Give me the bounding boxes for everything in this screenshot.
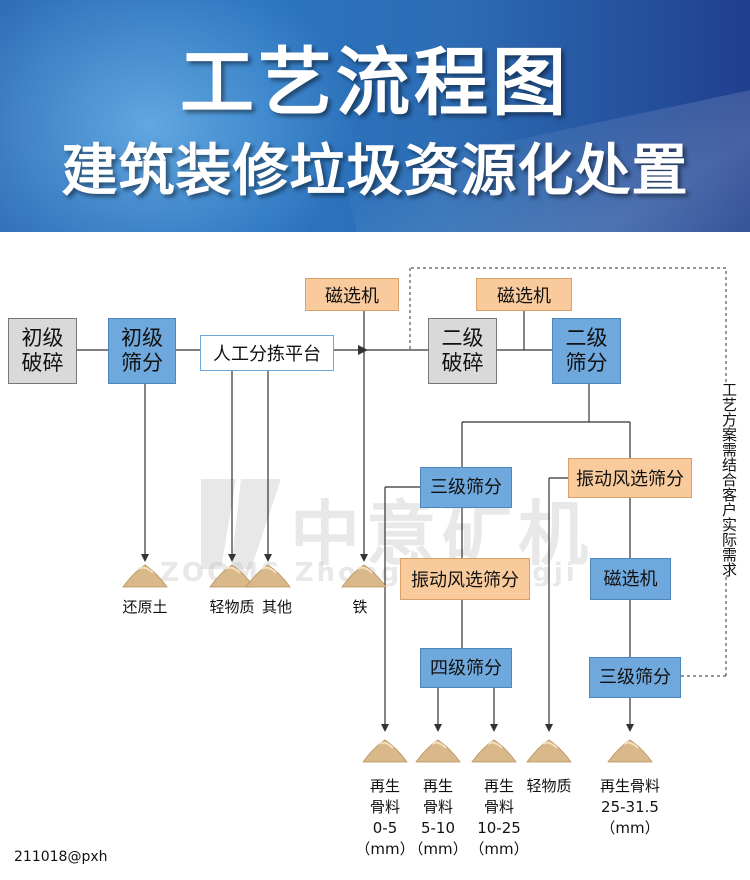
magnet-2-label: 磁选机 <box>497 285 551 307</box>
pile-light-matter-2-highlight <box>542 741 558 749</box>
magnet-3-label: 磁选机 <box>603 568 658 590</box>
footer-code: 211018@pxh <box>14 849 108 865</box>
watermark-logo <box>201 479 281 569</box>
pile-other <box>245 564 291 588</box>
pile-agg-5-10-highlight <box>431 741 447 749</box>
tertiary-screen-left-label: 三级筛分 <box>430 477 502 498</box>
pile-iron <box>341 564 387 588</box>
product-iron: 铁 <box>352 598 368 616</box>
manual-sort-box: 人工分拣平台 <box>200 335 334 371</box>
product-agg-25-31: 再生骨料 25-31.5 （mm） <box>599 777 660 837</box>
air-sieve-right-box: 振动风选筛分 <box>568 458 692 498</box>
side-note: 工艺方案需结合客户实际需求 <box>715 382 738 577</box>
tertiary-screen-right-box: 三级筛分 <box>589 657 681 698</box>
magnet-2-box: 磁选机 <box>476 278 572 311</box>
pile-agg-10-25 <box>471 739 517 763</box>
air-sieve-left-label: 振动风选筛分 <box>411 570 519 591</box>
secondary-screen-box: 二级 筛分 <box>552 318 621 384</box>
pile-agg-0-5 <box>362 739 408 763</box>
pile-agg-0-5-highlight <box>378 741 394 749</box>
pile-restored-soil <box>122 564 168 588</box>
product-light-matter-1: 轻物质 <box>209 598 255 616</box>
manual-sort-label: 人工分拣平台 <box>213 344 321 365</box>
secondary-crush-label: 二级 破碎 <box>441 326 484 375</box>
pile-iron-highlight <box>357 566 373 574</box>
pile-agg-10-25-highlight <box>487 741 503 749</box>
secondary-crush-box: 二级 破碎 <box>428 318 497 384</box>
secondary-screen-label: 二级 筛分 <box>565 326 608 375</box>
tertiary-screen-left-box: 三级筛分 <box>420 467 512 508</box>
quaternary-screen-label: 四级筛分 <box>430 657 502 679</box>
primary-screen-label: 初级 筛分 <box>121 326 163 375</box>
product-light-matter-2: 轻物质 <box>526 777 572 795</box>
quaternary-screen-box: 四级筛分 <box>420 648 512 688</box>
primary-crush-label: 初级 破碎 <box>21 326 64 375</box>
header-banner: 工艺流程图 建筑装修垃圾资源化处置 <box>0 0 750 232</box>
primary-crush-box: 初级 破碎 <box>8 318 77 384</box>
pile-agg-25-31 <box>607 739 653 763</box>
pile-other-highlight <box>261 566 277 574</box>
product-agg-0-5: 再生 骨料 0-5 （mm） <box>355 777 415 858</box>
page-title: 工艺流程图 <box>180 40 570 126</box>
pile-restored-soil-highlight <box>138 566 154 574</box>
product-restored-soil: 还原土 <box>122 598 168 616</box>
pile-agg-25-31-highlight <box>623 741 639 749</box>
tertiary-screen-right-label: 三级筛分 <box>599 667 671 688</box>
product-agg-10-25: 再生 骨料 10-25 （mm） <box>469 777 529 858</box>
air-sieve-right-label: 振动风选筛分 <box>576 469 684 490</box>
product-other: 其他 <box>261 598 292 616</box>
banner-highlight <box>0 0 360 232</box>
magnet-1-box: 磁选机 <box>305 278 399 311</box>
pile-light-matter-2 <box>526 739 572 763</box>
magnet-3-box: 磁选机 <box>590 558 671 600</box>
pile-light-matter-1-highlight <box>225 566 241 574</box>
page-subtitle: 建筑装修垃圾资源化处置 <box>61 139 689 204</box>
product-agg-5-10: 再生 骨料 5-10 （mm） <box>408 777 468 858</box>
pile-agg-5-10 <box>415 739 461 763</box>
magnet-1-label: 磁选机 <box>325 285 379 307</box>
air-sieve-left-box: 振动风选筛分 <box>400 558 530 600</box>
primary-screen-box: 初级 筛分 <box>108 318 176 384</box>
